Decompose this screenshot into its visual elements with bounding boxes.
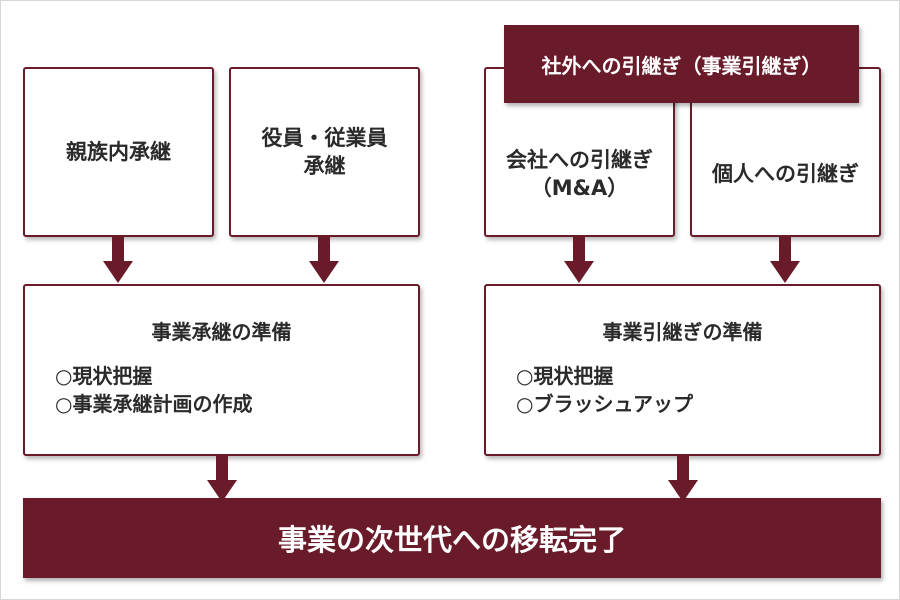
employee-succession-label-line2: 承継 xyxy=(303,154,346,178)
employee-succession-label-line1: 役員・従業員 xyxy=(261,125,388,150)
family-succession-label: 親族内承継 xyxy=(66,139,171,164)
family-succession-box: 親族内承継 xyxy=(23,67,214,237)
list-item: ○事業承継計画の作成 xyxy=(55,392,253,416)
succession-prep-title: 事業承継の準備 xyxy=(151,320,292,344)
external-transfer-banner-label: 社外への引継ぎ（事業引継ぎ） xyxy=(541,53,822,78)
transfer-prep-title: 事業引継ぎの準備 xyxy=(602,320,763,344)
arrow-down-icon xyxy=(103,237,133,283)
arrow-down-icon xyxy=(207,456,237,502)
succession-prep-list: ○現状把握 ○事業承継計画の作成 xyxy=(55,362,252,418)
employee-succession-box: 役員・従業員 承継 xyxy=(229,67,420,237)
list-item: ○現状把握 xyxy=(516,364,614,388)
transfer-prep-list: ○現状把握 ○ブラッシュアップ xyxy=(516,362,693,418)
company-transfer-label-line1: 会社への引継ぎ xyxy=(506,147,653,172)
external-transfer-banner: 社外への引継ぎ（事業引継ぎ） xyxy=(504,25,859,103)
company-transfer-label-line2: （M&A） xyxy=(530,176,629,200)
list-item: ○現状把握 xyxy=(55,364,153,388)
arrow-down-icon xyxy=(770,237,800,283)
succession-prep-box: 事業承継の準備 ○現状把握 ○事業承継計画の作成 xyxy=(23,284,420,456)
arrow-down-icon xyxy=(564,237,594,283)
final-completion-banner: 事業の次世代への移転完了 xyxy=(23,498,881,578)
arrow-down-icon xyxy=(668,456,698,502)
final-completion-label: 事業の次世代への移転完了 xyxy=(277,523,626,557)
transfer-prep-box: 事業引継ぎの準備 ○現状把握 ○ブラッシュアップ xyxy=(484,284,881,456)
list-item: ○ブラッシュアップ xyxy=(516,392,694,416)
arrow-down-icon xyxy=(309,237,339,283)
individual-transfer-label: 個人への引継ぎ xyxy=(712,161,859,186)
